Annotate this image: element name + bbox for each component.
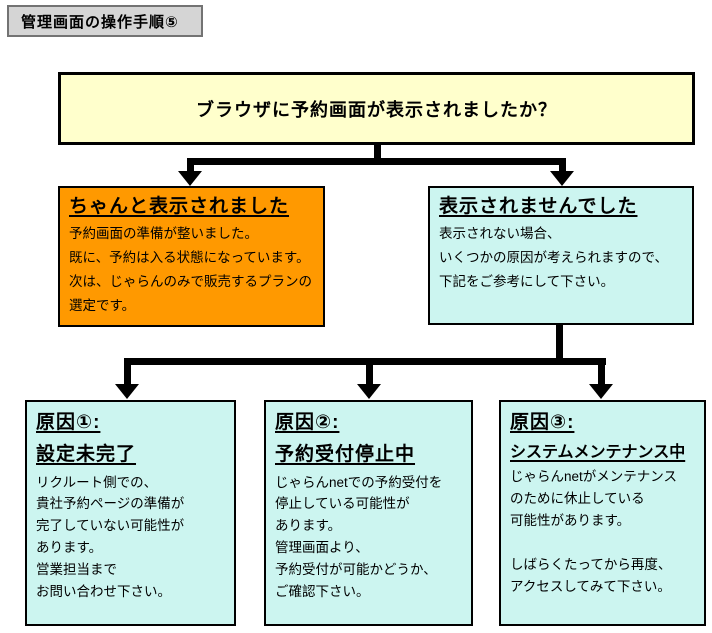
cause-1-box: 原因①: 設定未完了 リクルート側での、 貴社予約ページの準備が 完了していない… [25,400,236,626]
page-title-label: 管理画面の操作手順⑤ [21,13,179,31]
cause-2-line: あります。 [275,518,342,534]
cause-2-line: 予約受付が可能かどうか、 [275,562,437,578]
top-left-arrow-stub [187,165,194,172]
cause-2-title: 予約受付停止中 [275,444,416,466]
branch-failure-line: 下記をご参考にして下さい。 [439,273,615,289]
branch-failure-box: 表示されませんでした 表示されない場合、 いくつかの原因が考えられますので、 下… [428,186,694,325]
page-title: 管理画面の操作手順⑤ [7,5,203,37]
cause-3-box: 原因③: システムメンテナンス中 じゃらんnetがメンテナンス のために休止して… [499,400,706,626]
cause-3-line: のために休止している [510,491,645,507]
cause-1-line: リクルート側での、 [36,474,158,490]
cause-3-line: アクセスしてみて下さい。 [510,578,671,594]
cause-2-line: 停止している可能性が [275,496,410,512]
cause-3-line: しばらくたってから再度、 [510,556,672,572]
arrow-down-icon [178,171,202,186]
cause-3-title: システムメンテナンス中 [510,444,686,462]
cause-3-label: 原因③: [510,412,575,433]
cause-1-label: 原因①: [36,412,101,433]
top-connector-stem [374,145,381,163]
branch-success-line: 既に、予約は入る状態になっています。 [69,249,310,265]
cause-2-line: 管理画面より、 [275,540,369,556]
cause-1-line: 営業担当まで [36,562,117,578]
cause-3-line: じゃらんnetがメンテナンス [510,469,677,485]
cause-3-line: 可能性があります。 [510,513,631,529]
cause-2-line: じゃらんnetでの予約受付を [275,474,443,490]
top-right-arrow-stub [559,165,566,172]
cause-1-line: あります。 [36,540,103,556]
branch-success-line: 予約画面の準備が整いました。 [69,225,258,241]
branch-failure-line: いくつかの原因が考えられますので、 [439,249,668,265]
cause-1-line: 完了していない可能性が [36,518,185,534]
branch-success-box: ちゃんと表示されました 予約画面の準備が整いました。 既に、予約は入る状態になっ… [58,186,325,327]
cause2-arrow-stub [366,365,373,384]
cause-1-line: お問い合わせ下さい。 [36,583,171,599]
question-text: ブラウザに予約画面が表示されましたか？ [196,99,557,120]
arrow-down-icon [357,384,381,399]
branch-success-title: ちゃんと表示されました [69,196,290,217]
cause-2-box: 原因②: 予約受付停止中 じゃらんnetでの予約受付を 停止している可能性が あ… [264,400,473,626]
question-box: ブラウザに予約画面が表示されましたか？ [58,72,695,145]
cause-2-label: 原因②: [275,412,340,433]
arrow-down-icon [589,384,613,399]
top-connector-bar [187,158,566,165]
cause1-arrow-stub [124,365,131,384]
bottom-connector-stem [556,323,563,365]
cause-1-line: 貴社予約ページの準備が [36,496,185,512]
cause-1-title: 設定未完了 [36,444,137,466]
arrow-down-icon [115,384,139,399]
cause-2-line: ご確認下さい。 [275,583,370,599]
branch-failure-title: 表示されませんでした [439,196,638,217]
cause3-arrow-stub [598,365,605,384]
bottom-connector-bar [124,358,606,365]
branch-failure-line: 表示されない場合、 [439,225,561,241]
cause-3-line [510,532,695,554]
arrow-down-icon [550,171,574,186]
branch-success-line: 次は、じゃらんのみで販売するプランの [69,273,312,289]
branch-success-line: 選定です。 [69,297,136,313]
